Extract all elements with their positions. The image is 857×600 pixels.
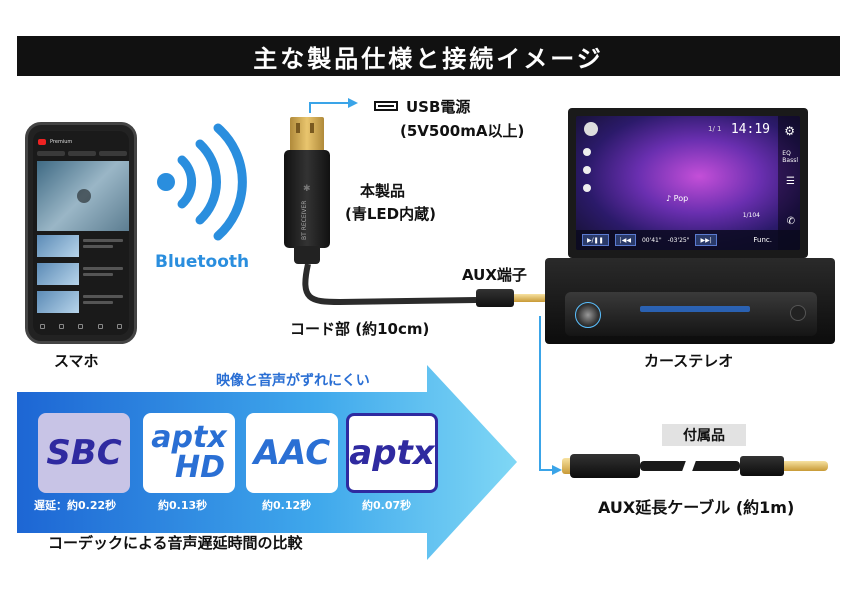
phone-video-thumbnail xyxy=(37,161,129,231)
video-app-icon xyxy=(38,139,46,145)
stereo-display-unit: 1/ 1 14:19 ⚙ EQ Bassl ☰ ✆ ♪ Pop 1/104 ▶/… xyxy=(568,108,808,258)
codec-aac-box: AAC xyxy=(246,413,338,493)
phone-list-item xyxy=(37,263,129,287)
codec-name: SBC xyxy=(46,433,122,473)
page-title: 主な製品仕様と接続イメージ xyxy=(17,36,840,76)
bt-receiver-dongle: ✱ BT RECEIVER xyxy=(284,150,330,248)
codec-name-suffix: HD xyxy=(174,450,225,485)
eq-indicator: EQ Bassl xyxy=(782,150,798,164)
aux-plug xyxy=(476,289,514,307)
aux-plug-tip xyxy=(514,294,548,302)
play-pause-button: ▶/❚❚ xyxy=(582,234,609,246)
phone-list-item xyxy=(37,291,129,315)
stereo-clock: 14:19 xyxy=(730,122,770,137)
accessory-badge: 付属品 xyxy=(662,424,746,446)
codec-delay: 約0.13秒 xyxy=(158,499,208,512)
stereo-control-bar: ▶/❚❚ |◀◀ 00'41" -03'25" ▶▶| Func. xyxy=(576,230,800,250)
next-track-button: ▶▶| xyxy=(695,234,717,246)
stereo-date: 1/ 1 xyxy=(708,125,722,133)
phone-screen: Premium xyxy=(33,131,129,335)
usb-power-label: USB電源 xyxy=(406,98,471,116)
stereo-caption: カーステレオ xyxy=(644,352,734,370)
product-led-note: (青LED内蔵) xyxy=(345,205,436,223)
codec-name: aptx xyxy=(349,433,435,473)
extension-cable-socket xyxy=(570,454,640,478)
eq-label: EQ xyxy=(782,150,791,157)
codec-delay: 約0.07秒 xyxy=(362,499,412,512)
stereo-button xyxy=(790,305,806,321)
bluetooth-icon: ✱ xyxy=(303,184,311,194)
stereo-led-strip xyxy=(640,306,750,312)
stereo-right-column: ⚙ EQ Bassl ☰ ✆ xyxy=(778,116,800,250)
codec-caption: コーデックによる音声遅延時間の比較 xyxy=(48,534,303,552)
genre-text: Pop xyxy=(673,194,689,203)
accessory-label: AUX延長ケーブル (約1m) xyxy=(598,498,795,517)
extension-plug-tip xyxy=(784,461,828,471)
codec-name: aptx xyxy=(151,420,227,455)
codec-delay: 遅延：約0.22秒 xyxy=(34,499,117,512)
codec-aptx-box: aptx xyxy=(346,413,438,493)
usb-power-icon xyxy=(374,101,398,111)
stereo-left-icons xyxy=(576,138,598,216)
source-icon xyxy=(584,122,598,136)
bluetooth-label: Bluetooth xyxy=(155,252,250,272)
dongle-strain-relief xyxy=(294,246,320,264)
phone-navbar xyxy=(33,321,129,331)
product-label: 本製品 xyxy=(360,182,406,200)
extension-cable-plug xyxy=(740,456,784,476)
codec-name: AAC xyxy=(253,433,331,473)
track-counter: 1/104 xyxy=(742,212,760,219)
dongle-body-text: BT RECEIVER xyxy=(301,200,308,240)
smartphone-image: Premium xyxy=(25,122,137,344)
volume-knob xyxy=(575,302,601,328)
codec-delay: 約0.12秒 xyxy=(262,499,312,512)
aux-terminal-label: AUX端子 xyxy=(462,266,527,284)
eq-sub-label: Bassl xyxy=(782,157,798,164)
usb-connector xyxy=(290,117,324,153)
phone-app-name: Premium xyxy=(50,139,73,145)
previous-track-button: |◀◀ xyxy=(614,234,636,246)
usb-power-spec: (5V500mA以上) xyxy=(400,122,525,140)
gear-icon: ⚙ xyxy=(784,124,795,138)
stereo-faceplate xyxy=(565,292,817,336)
bluetooth-signal-icon xyxy=(157,123,247,241)
stereo-screen: 1/ 1 14:19 ⚙ EQ Bassl ☰ ✆ ♪ Pop 1/104 ▶/… xyxy=(576,116,800,250)
phone-list-item xyxy=(37,235,129,259)
play-icon xyxy=(77,189,91,203)
phone-chip-row xyxy=(37,151,127,157)
phone-caption: スマホ xyxy=(54,352,99,370)
track-genre: ♪ Pop xyxy=(666,194,689,203)
codec-sbc-box: SBC xyxy=(38,413,130,493)
cord-label: コード部 (約10cm) xyxy=(290,320,430,338)
codec-heading: 映像と音声がずれにくい xyxy=(216,373,370,389)
list-icon: ☰ xyxy=(786,176,795,187)
phone-topbar: Premium xyxy=(33,137,129,147)
func-button: Func. xyxy=(753,236,772,244)
remaining-time: -03'25" xyxy=(667,236,690,244)
codec-aptx-hd-box: aptx HD xyxy=(143,413,235,493)
phone-icon: ✆ xyxy=(786,216,795,227)
elapsed-time: 00'41" xyxy=(641,236,662,244)
